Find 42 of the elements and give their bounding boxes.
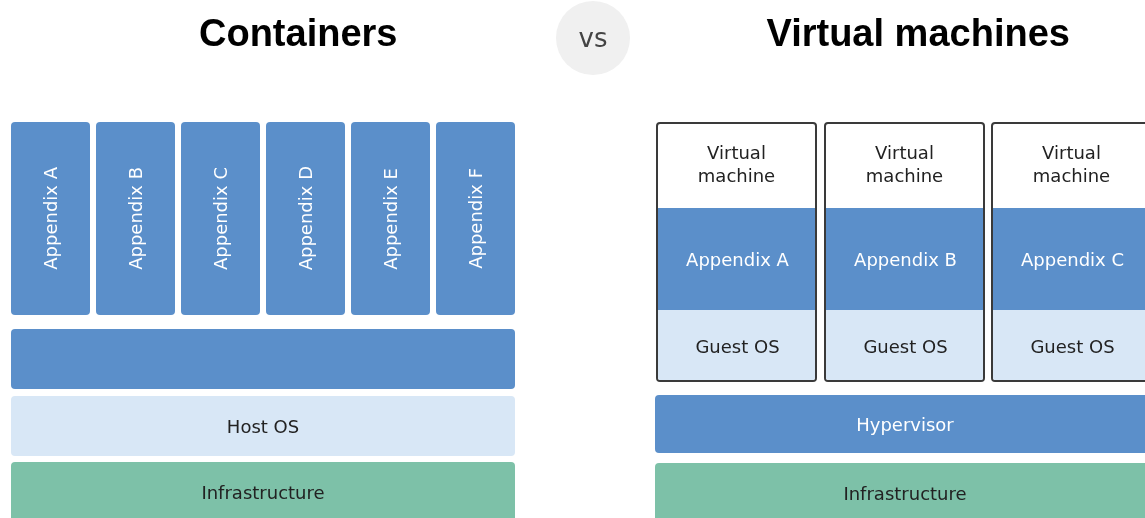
layer-label: Appendix E — [379, 167, 402, 270]
app-column — [266, 122, 345, 315]
layer-bar — [11, 462, 515, 518]
layer-label: Infrastructure — [201, 480, 325, 504]
section-heading: Containers — [199, 12, 398, 55]
box-heading: Virtual machine — [1031, 141, 1112, 187]
layer-label: Appendix B — [124, 167, 147, 270]
box-heading: Virtual machine — [696, 141, 777, 187]
virtual-machine-box — [656, 122, 817, 382]
virtual-machine-box — [824, 122, 985, 382]
layer-block — [993, 208, 1145, 310]
virtual-machine-box — [991, 122, 1145, 382]
layer-label: Appendix B — [854, 247, 957, 271]
layer-label: Appendix A — [686, 247, 789, 271]
layer-label: vs — [578, 26, 608, 50]
layer-label: Host OS — [226, 414, 300, 438]
app-column — [351, 122, 430, 315]
layer-block — [658, 310, 815, 380]
layer-label: Appendix F — [464, 168, 487, 269]
layer-label: Hypervisor — [856, 412, 954, 436]
layer-block — [826, 310, 983, 380]
layer-label: Appendix C — [209, 167, 232, 270]
layer-label: Appendix A — [39, 167, 62, 270]
layer-bar — [11, 329, 515, 389]
layer-label: Appendix D — [294, 166, 317, 271]
layer-bar — [655, 395, 1145, 453]
layer-label: Appendix C — [1021, 247, 1124, 271]
app-column — [11, 122, 90, 315]
layer-label: Guest OS — [1030, 334, 1115, 358]
app-column — [181, 122, 260, 315]
layer-block — [826, 208, 983, 310]
layer-block — [993, 310, 1145, 380]
box-heading: Virtual machine — [864, 141, 945, 187]
layer-label: Guest OS — [863, 334, 948, 358]
layer-block — [658, 208, 815, 310]
app-column — [436, 122, 515, 315]
layer-bar — [655, 463, 1145, 518]
layer-bar — [11, 396, 515, 456]
layer-label: Infrastructure — [843, 481, 967, 505]
section-heading: Virtual machines — [766, 12, 1070, 55]
layer-label: Guest OS — [695, 334, 780, 358]
app-column — [96, 122, 175, 315]
